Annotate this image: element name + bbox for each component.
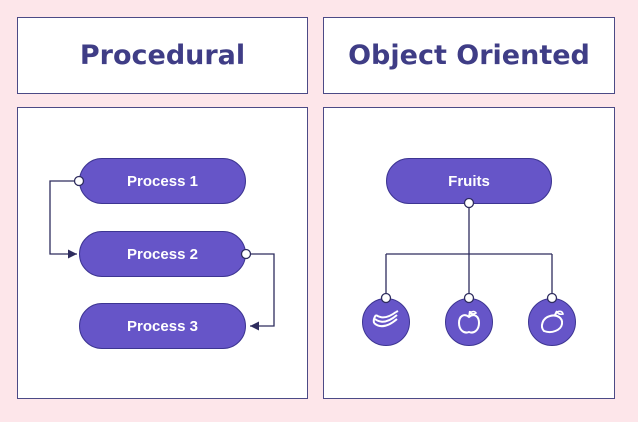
connector-dot bbox=[240, 248, 252, 260]
procedural-header: Procedural bbox=[17, 17, 308, 94]
process-1-node: Process 1 bbox=[79, 158, 246, 204]
banana-icon bbox=[372, 310, 399, 328]
connector-dot bbox=[463, 197, 475, 209]
mango-node bbox=[528, 298, 576, 346]
connector-dot bbox=[380, 292, 392, 304]
apple-icon bbox=[457, 310, 481, 334]
object-oriented-header: Object Oriented bbox=[323, 17, 615, 94]
mango-icon bbox=[541, 310, 564, 334]
connector-dot bbox=[546, 292, 558, 304]
object-oriented-title: Object Oriented bbox=[348, 40, 590, 71]
connector-dot bbox=[73, 175, 85, 187]
fruits-node: Fruits bbox=[386, 158, 552, 204]
procedural-title: Procedural bbox=[79, 40, 246, 71]
apple-node bbox=[445, 298, 493, 346]
connector-p2-p3 bbox=[246, 253, 275, 331]
connector-dot bbox=[463, 292, 475, 304]
connector-p1-p2 bbox=[49, 180, 79, 259]
banana-node bbox=[362, 298, 410, 346]
process-3-node: Process 3 bbox=[79, 303, 246, 349]
